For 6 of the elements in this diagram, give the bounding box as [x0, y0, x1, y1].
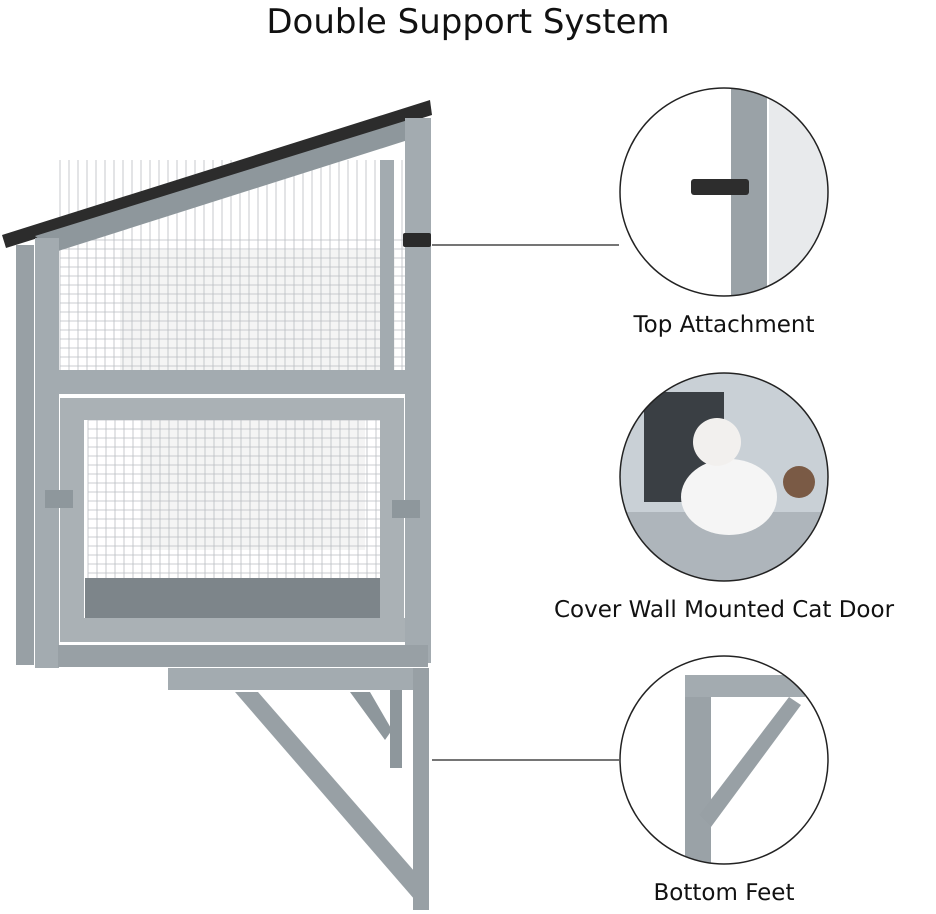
detail-caption: Top Attachment — [632, 312, 816, 338]
detail-caption: Bottom Feet — [652, 880, 796, 906]
leader-line — [432, 244, 619, 246]
diagram-title: Double Support System — [265, 1, 671, 44]
leader-line — [432, 759, 619, 761]
detail-caption: Cover Wall Mounted Cat Door — [552, 597, 896, 623]
